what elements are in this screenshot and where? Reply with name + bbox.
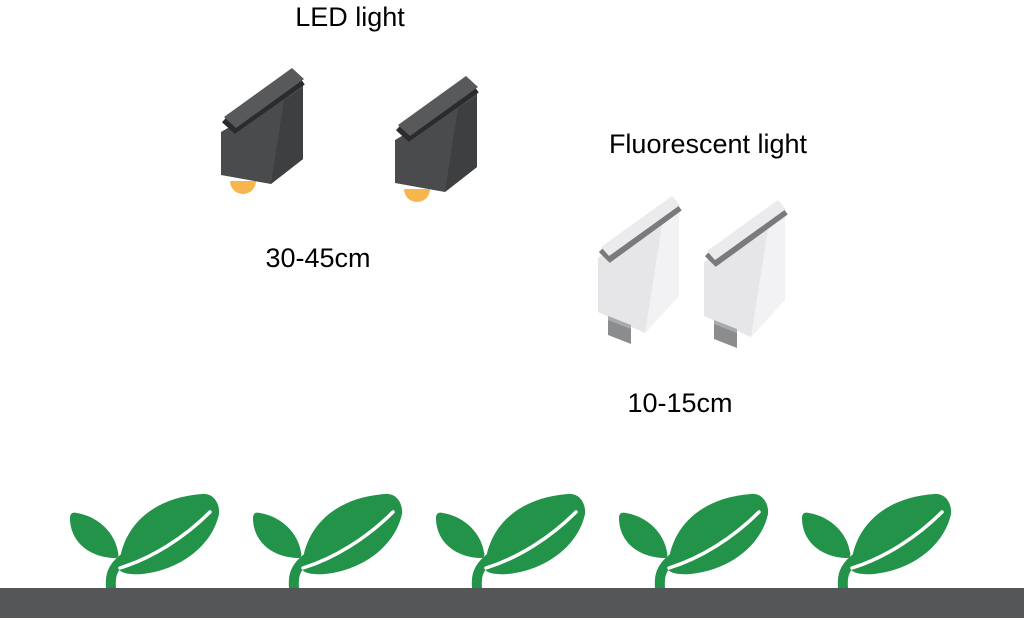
led-bulb — [404, 189, 430, 202]
fluorescent-lid — [601, 196, 680, 256]
led-light-label: LED light — [295, 2, 405, 32]
led-light-icon — [221, 68, 305, 194]
seedling-icon — [611, 484, 771, 588]
fluorescent-light-fixture — [596, 192, 688, 346]
fluorescent-lid — [707, 200, 786, 260]
fluorescent-light-fixture — [702, 196, 794, 350]
seedling-icon — [794, 484, 954, 588]
fluorescent-light-label: Fluorescent light — [608, 129, 808, 159]
led-bulb — [230, 181, 256, 194]
led-light-fixture — [388, 68, 480, 208]
seedling-icon — [245, 484, 405, 588]
led-light-fixture — [214, 60, 306, 200]
seedling-icon — [428, 484, 588, 588]
led-distance-label: 30-45cm — [265, 243, 371, 273]
seedling-icon — [62, 484, 222, 588]
led-lid — [224, 68, 304, 128]
fluorescent-distance-label: 10-15cm — [627, 388, 733, 418]
seedling-row — [62, 485, 954, 588]
ground-bar — [0, 588, 1024, 618]
fluorescent-light-icon — [704, 200, 788, 348]
fluorescent-light-icon — [598, 196, 682, 344]
led-light-icon — [395, 76, 479, 202]
led-lid — [398, 76, 478, 136]
